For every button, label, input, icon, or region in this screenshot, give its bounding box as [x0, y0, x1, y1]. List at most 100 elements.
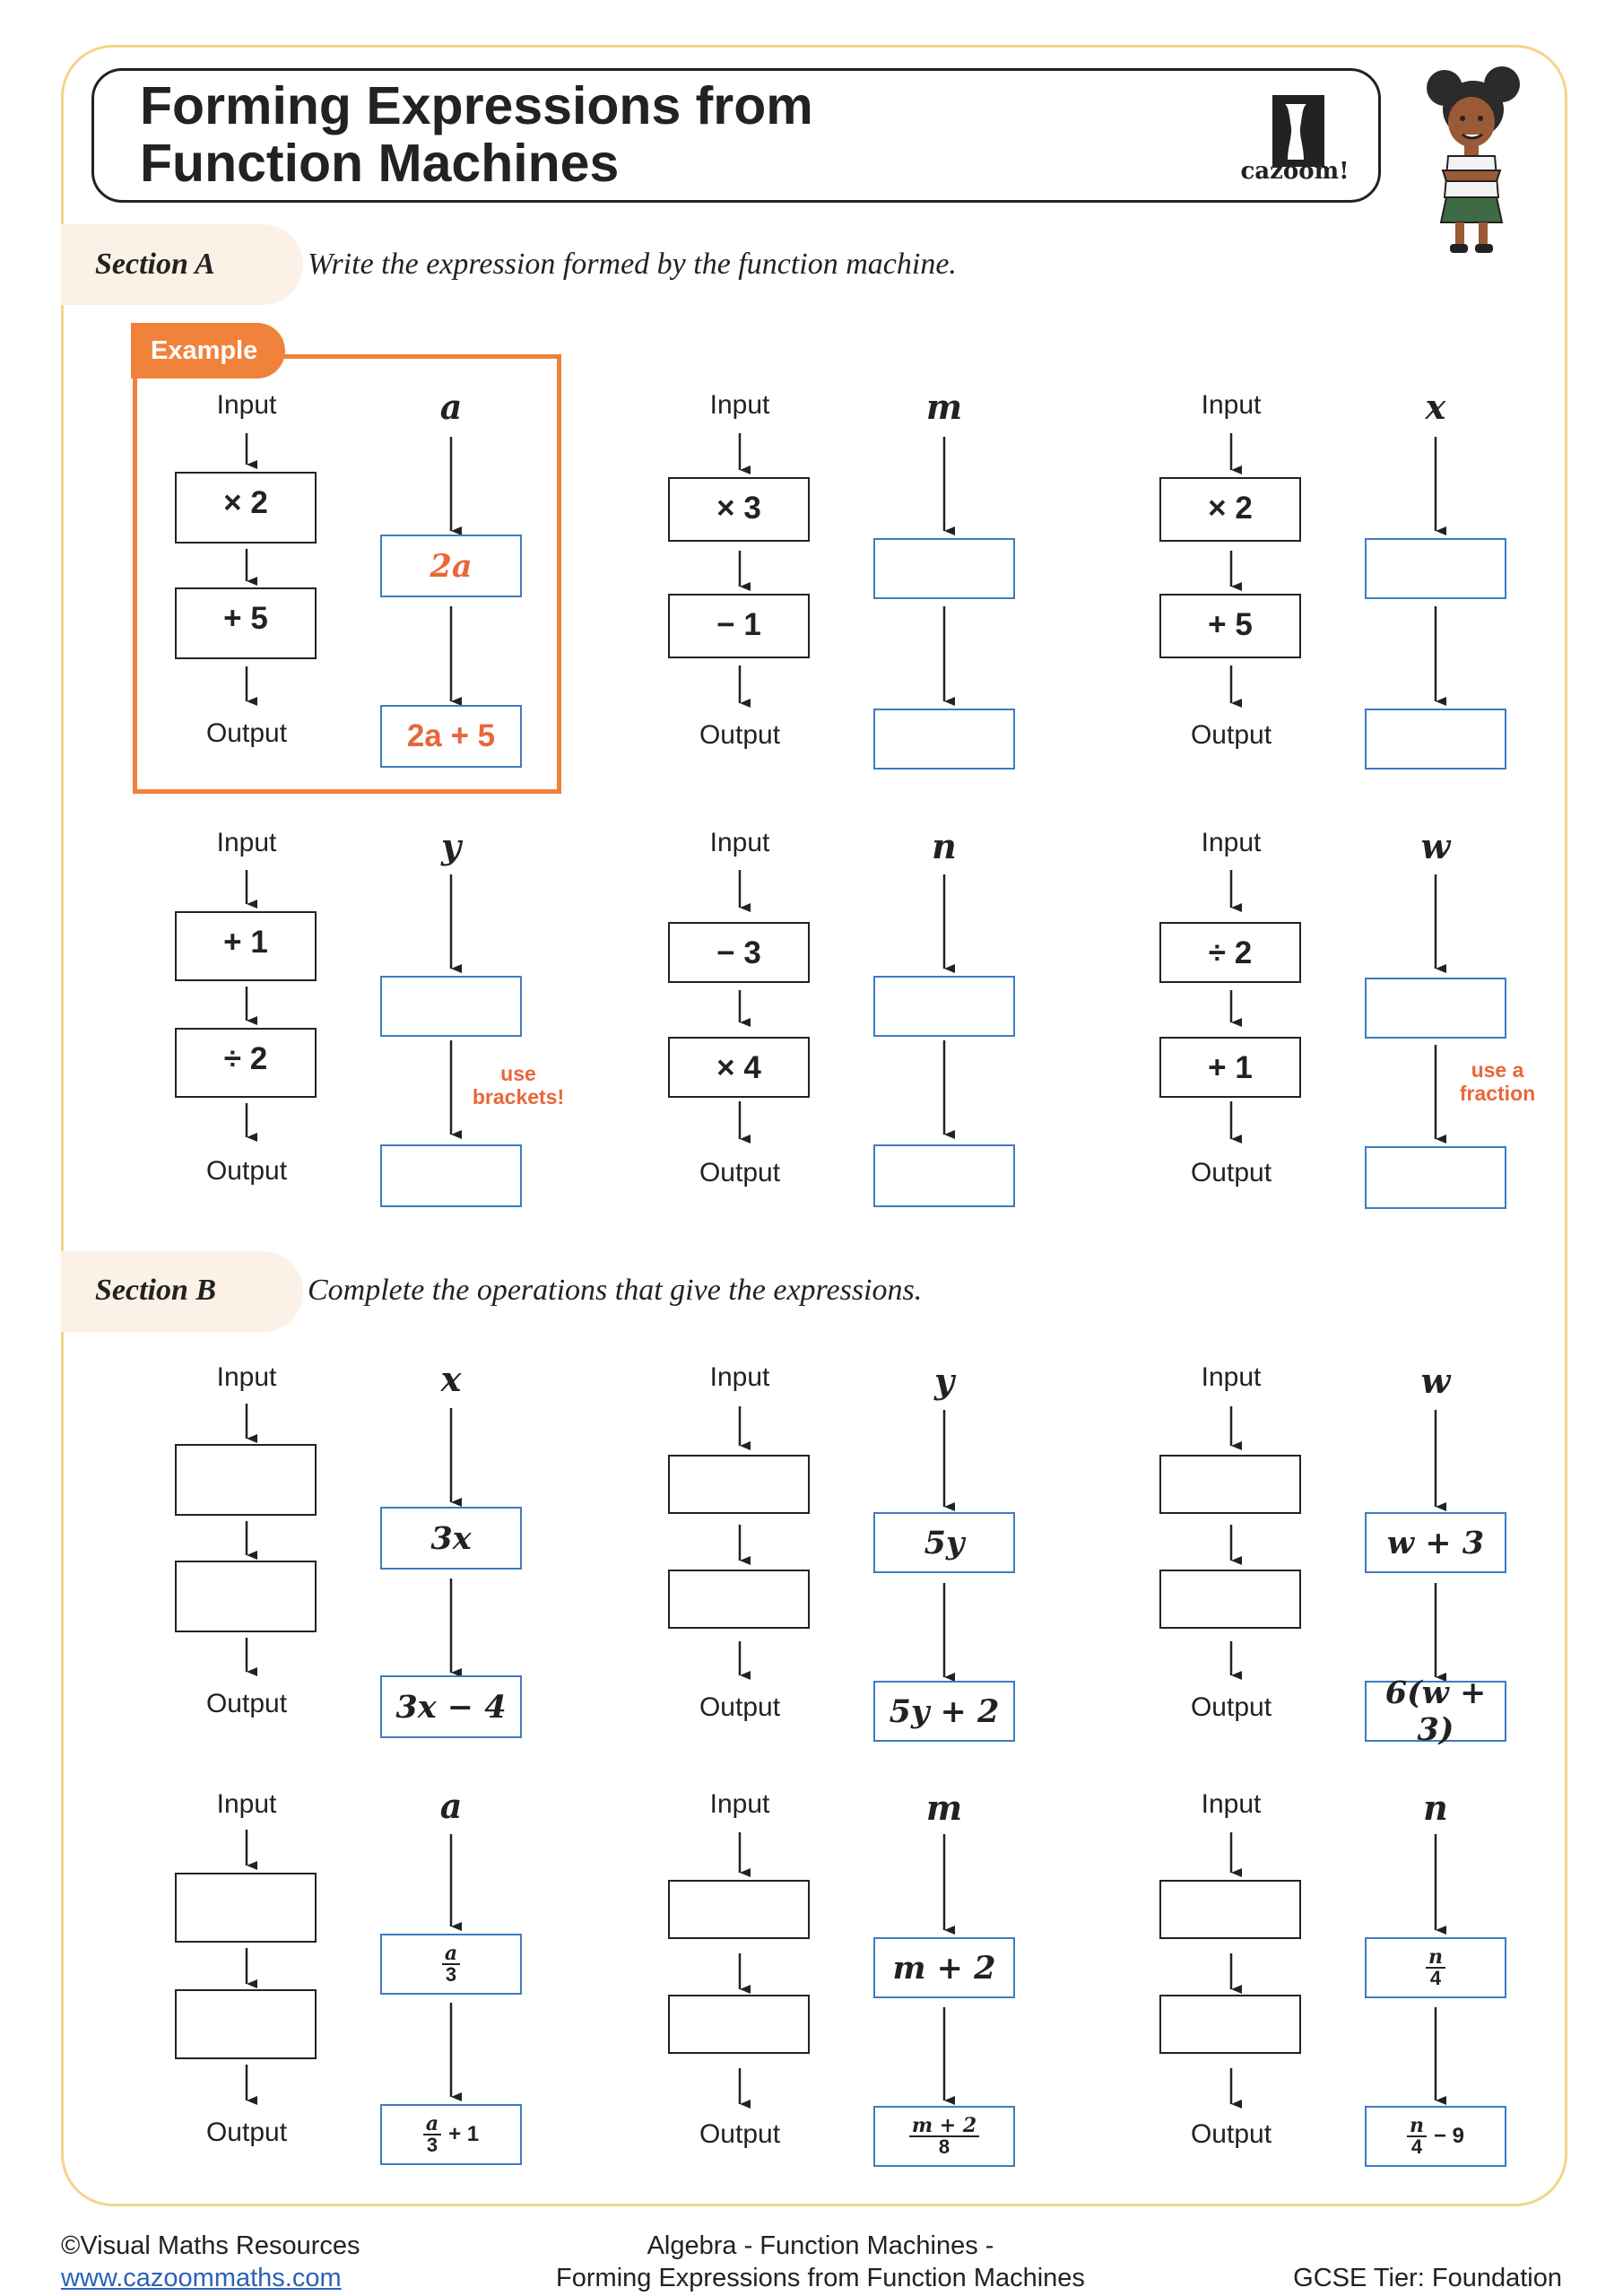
copyright-text: ©Visual Maths Resources [61, 2231, 360, 2260]
example-box [133, 354, 561, 794]
operation-box: − 1 [668, 594, 810, 658]
input-label: Input [709, 828, 770, 857]
operation-input-box[interactable] [668, 1995, 810, 2054]
answer-box[interactable] [1365, 538, 1506, 599]
input-label: Input [709, 1789, 770, 1819]
given-expression: 3x − 4 [380, 1675, 522, 1738]
given-expression: 6(w + 3) [1365, 1674, 1506, 1748]
input-label: Input [216, 390, 277, 420]
operation-box: × 2 [175, 472, 317, 544]
section-b-instruction: Complete the operations that give the ex… [308, 1274, 923, 1307]
example-tab: Example [131, 323, 285, 378]
input-variable: m [925, 387, 963, 427]
output-label: Output [1190, 720, 1272, 750]
input-variable: n [1423, 1787, 1448, 1828]
answer-box[interactable] [1365, 978, 1506, 1039]
input-variable: a [439, 387, 463, 427]
input-label: Input [216, 828, 277, 857]
answer-box[interactable] [380, 976, 522, 1037]
input-label: Input [216, 1789, 277, 1819]
output-label: Output [205, 1156, 288, 1186]
operation-box: + 1 [175, 911, 317, 981]
given-expression: 5y [873, 1512, 1015, 1573]
section-b-pill [61, 1251, 303, 1332]
answer-box[interactable] [1365, 709, 1506, 770]
input-variable: w [1420, 1361, 1451, 1401]
given-expression: w + 3 [1365, 1512, 1506, 1573]
output-label: Output [699, 1158, 781, 1187]
cazoom-logo-icon [1272, 95, 1324, 167]
answer-box[interactable] [873, 976, 1015, 1037]
output-label: Output [1190, 1158, 1272, 1187]
answer-box[interactable] [873, 538, 1015, 599]
page-border [61, 45, 1567, 2206]
operation-input-box[interactable] [668, 1455, 810, 1514]
operation-input-box[interactable] [668, 1570, 810, 1629]
input-label: Input [1201, 828, 1262, 857]
input-variable: y [440, 826, 462, 866]
input-variable: x [440, 1359, 462, 1399]
operation-input-box[interactable] [175, 1989, 317, 2059]
input-variable: a [439, 1786, 463, 1826]
website-link[interactable]: www.cazoommaths.com [61, 2264, 342, 2292]
title-line-1: Forming Expressions from [140, 76, 813, 135]
input-label: Input [709, 390, 770, 420]
answer-box[interactable] [1365, 1146, 1506, 1209]
output-label: Output [1190, 2119, 1272, 2149]
output-label: Output [1190, 1692, 1272, 1722]
section-a-instruction: Write the expression formed by the funct… [308, 248, 957, 281]
output-label: Output [205, 2118, 288, 2147]
operation-box: ÷ 2 [1159, 922, 1301, 983]
answer-box[interactable] [873, 1144, 1015, 1207]
title-box [91, 68, 1381, 203]
input-label: Input [1201, 1789, 1262, 1819]
output-label: Output [205, 1689, 288, 1718]
section-a-pill [61, 224, 303, 305]
operation-box: ÷ 2 [175, 1028, 317, 1098]
section-a-label: Section A [95, 248, 215, 281]
given-expression: m + 2 [873, 1937, 1015, 1998]
input-variable: m [925, 1787, 963, 1828]
operation-input-box[interactable] [1159, 1455, 1301, 1514]
logo-text: cazoom! [1240, 158, 1350, 185]
answer-box[interactable] [873, 709, 1015, 770]
input-label: Input [1201, 1362, 1262, 1392]
input-variable: n [932, 826, 957, 866]
website-link-wrap: www.cazoommaths.com [61, 2262, 342, 2294]
input-variable: y [933, 1361, 955, 1401]
operation-input-box[interactable] [1159, 1880, 1301, 1939]
operation-box: + 5 [175, 587, 317, 659]
output-label: Output [699, 1692, 781, 1722]
operation-input-box[interactable] [175, 1873, 317, 1943]
operation-input-box[interactable] [668, 1880, 810, 1939]
section-b-label: Section B [95, 1274, 217, 1307]
answer-box[interactable] [380, 1144, 522, 1207]
operation-input-box[interactable] [1159, 1995, 1301, 2054]
operation-box: − 3 [668, 922, 810, 983]
page-title: Forming Expressions from Function Machin… [140, 77, 813, 192]
operation-box: × 2 [1159, 477, 1301, 542]
input-label: Input [709, 1362, 770, 1392]
given-expression: 3x [380, 1507, 522, 1570]
operation-input-box[interactable] [1159, 1570, 1301, 1629]
footer-topic-line-1: Algebra - Function Machines - [647, 2231, 994, 2260]
operation-box: × 3 [668, 477, 810, 542]
input-label: Input [1201, 390, 1262, 420]
student-character-icon [1427, 66, 1520, 253]
footer-topic-line-2: Forming Expressions from Function Machin… [556, 2264, 1085, 2292]
operation-input-box[interactable] [175, 1444, 317, 1516]
input-label: Input [216, 1362, 277, 1392]
example-answer-1: 2a [380, 535, 522, 597]
output-label: Output [205, 718, 288, 748]
output-label: Output [699, 2119, 781, 2149]
operation-box: + 1 [1159, 1037, 1301, 1098]
operation-input-box[interactable] [175, 1561, 317, 1632]
example-answer-2: 2a + 5 [380, 705, 522, 768]
input-variable: w [1420, 826, 1451, 866]
